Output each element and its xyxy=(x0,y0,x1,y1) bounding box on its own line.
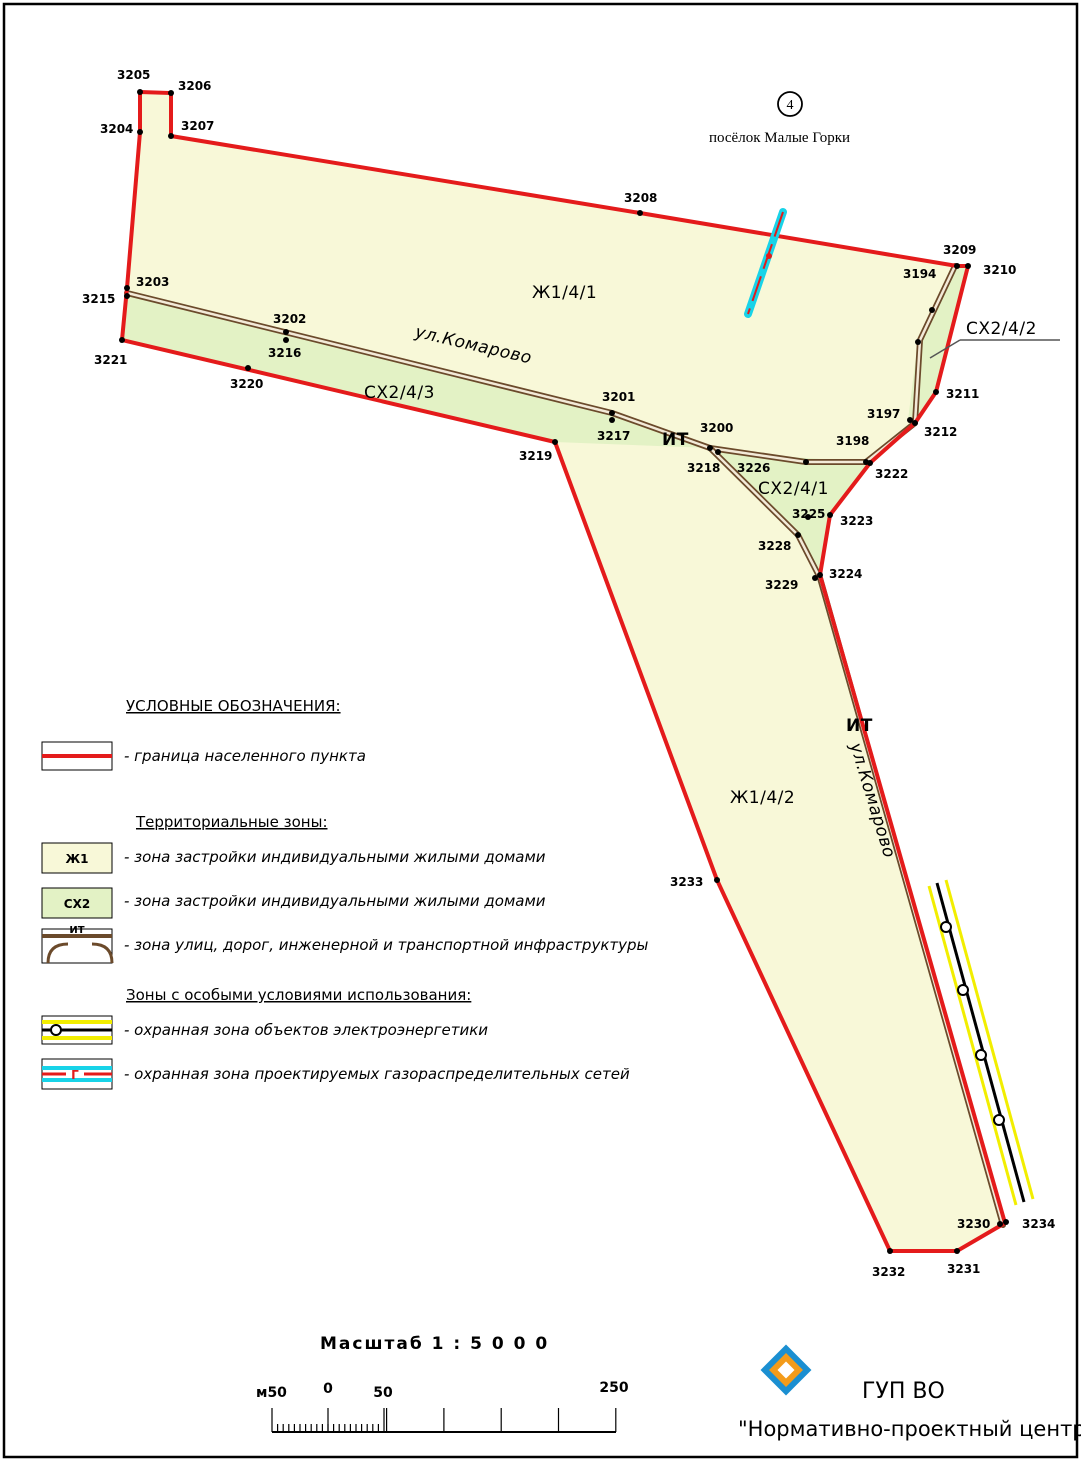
scale-unit: м50 xyxy=(256,1385,287,1401)
point-label-3208: 3208 xyxy=(624,191,657,205)
legend-sh2-swatch xyxy=(41,887,113,919)
point-label-3232: 3232 xyxy=(872,1265,905,1279)
point-label-3216: 3216 xyxy=(268,346,301,360)
scale-tick-250: 250 xyxy=(599,1380,628,1396)
legend-boundary-text: - граница населенного пункта xyxy=(124,747,366,765)
legend-gas-swatch-label: Г xyxy=(71,1068,79,1082)
point-label-3210: 3210 xyxy=(983,263,1016,277)
point-label-3205: 3205 xyxy=(117,68,150,82)
zone-sh2-4-1-area xyxy=(718,452,870,575)
point-label-3209: 3209 xyxy=(943,243,976,257)
settlement-number-circle xyxy=(777,91,803,117)
point-label-3223: 3223 xyxy=(840,514,873,528)
point-label-3230: 3230 xyxy=(957,1217,990,1231)
zone-sh2-4-2-area xyxy=(908,266,968,423)
point-label-3215: 3215 xyxy=(82,292,115,306)
point-label-3207: 3207 xyxy=(181,119,214,133)
point-label-3224: 3224 xyxy=(829,567,862,581)
point-label-3198: 3198 xyxy=(836,434,869,448)
legend-power-text: - охранная зона объектов электроэнергети… xyxy=(124,1021,488,1039)
point-label-3202: 3202 xyxy=(273,312,306,326)
point-label-3229: 3229 xyxy=(765,578,798,592)
point-label-3217: 3217 xyxy=(597,429,630,443)
legend-it-text: - зона улиц, дорог, инженерной и транспо… xyxy=(124,936,649,954)
scale-tick-50: 50 xyxy=(373,1385,393,1401)
legend-gas-text: - охранная зона проектируемых газораспре… xyxy=(124,1065,630,1083)
point-label-3220: 3220 xyxy=(230,377,263,391)
point-label-3222: 3222 xyxy=(875,467,908,481)
boundary-point-dots xyxy=(119,89,1009,1254)
zone-label-sh2-4-3: СХ2/4/3 xyxy=(364,383,435,403)
zone-label-sh2-4-2: СХ2/4/2 xyxy=(966,319,1037,339)
point-label-3233: 3233 xyxy=(670,875,703,889)
point-label-3231: 3231 xyxy=(947,1262,980,1276)
point-label-3221: 3221 xyxy=(94,353,127,367)
legend-sh2-swatch-label: СХ2 xyxy=(64,897,90,911)
legend-it-swatch-label: ИТ xyxy=(69,925,84,936)
legend-special-title: Зоны с особыми условиями использования: xyxy=(126,986,471,1004)
point-label-3206: 3206 xyxy=(178,79,211,93)
point-label-3219: 3219 xyxy=(519,449,552,463)
legend-zh1-swatch-label: Ж1 xyxy=(65,852,88,866)
point-label-3201: 3201 xyxy=(602,390,635,404)
zone-label-zh1-4-2: Ж1/4/2 xyxy=(730,788,795,808)
scale-tick-0: 0 xyxy=(323,1381,333,1397)
scale-block: Масштаб 1 : 5 0 0 0 м50 0 50 250 xyxy=(256,1334,629,1433)
legend: УСЛОВНЫЕ ОБОЗНАЧЕНИЯ: - граница населенн… xyxy=(41,697,649,1090)
sh2-4-2-leader xyxy=(929,339,961,359)
point-label-3204: 3204 xyxy=(100,122,133,136)
org-name-line1: ГУП ВО xyxy=(862,1379,945,1404)
zone-label-it-2: ИТ xyxy=(846,716,873,736)
zone-label-zh1-4-1: Ж1/4/1 xyxy=(532,283,597,303)
boundary-point-labels: 3205 3206 3204 3207 3208 3209 3210 3194 … xyxy=(82,68,1055,1279)
power-line-zone xyxy=(927,879,1035,1206)
point-label-3228: 3228 xyxy=(758,539,791,553)
point-label-3218: 3218 xyxy=(687,461,720,475)
settlement-boundary xyxy=(119,89,1008,1253)
point-label-3194: 3194 xyxy=(903,267,936,281)
gas-network-zone xyxy=(744,208,787,318)
point-label-3212: 3212 xyxy=(924,425,957,439)
point-label-3234: 3234 xyxy=(1022,1217,1055,1231)
settlement-name: посёлок Малые Горки xyxy=(709,130,850,146)
scale-title: Масштаб 1 : 5 0 0 0 xyxy=(320,1334,549,1354)
point-label-3225: 3225 xyxy=(792,507,825,521)
legend-title: УСЛОВНЫЕ ОБОЗНАЧЕНИЯ: xyxy=(126,697,341,715)
point-label-3200: 3200 xyxy=(700,421,733,435)
point-label-3211: 3211 xyxy=(946,387,979,401)
legend-zh1-swatch xyxy=(41,842,113,874)
legend-zh1-text: - зона застройки индивидуальными жилыми … xyxy=(124,848,546,866)
point-label-3226: 3226 xyxy=(737,461,770,475)
zone-label-it-1: ИТ xyxy=(662,430,689,450)
legend-zones-title: Территориальные зоны: xyxy=(135,813,328,831)
org-logo-icon xyxy=(760,1344,812,1396)
org-name-line2: "Нормативно-проектный центр" xyxy=(738,1417,1081,1441)
legend-sh2-text: - зона застройки индивидуальными жилыми … xyxy=(124,892,546,910)
point-label-3203: 3203 xyxy=(136,275,169,289)
settlement-number: 4 xyxy=(787,98,794,113)
zone-label-sh2-4-1: СХ2/4/1 xyxy=(758,479,829,499)
point-label-3197: 3197 xyxy=(867,407,900,421)
zone-sh2-4-3-area xyxy=(122,293,710,448)
